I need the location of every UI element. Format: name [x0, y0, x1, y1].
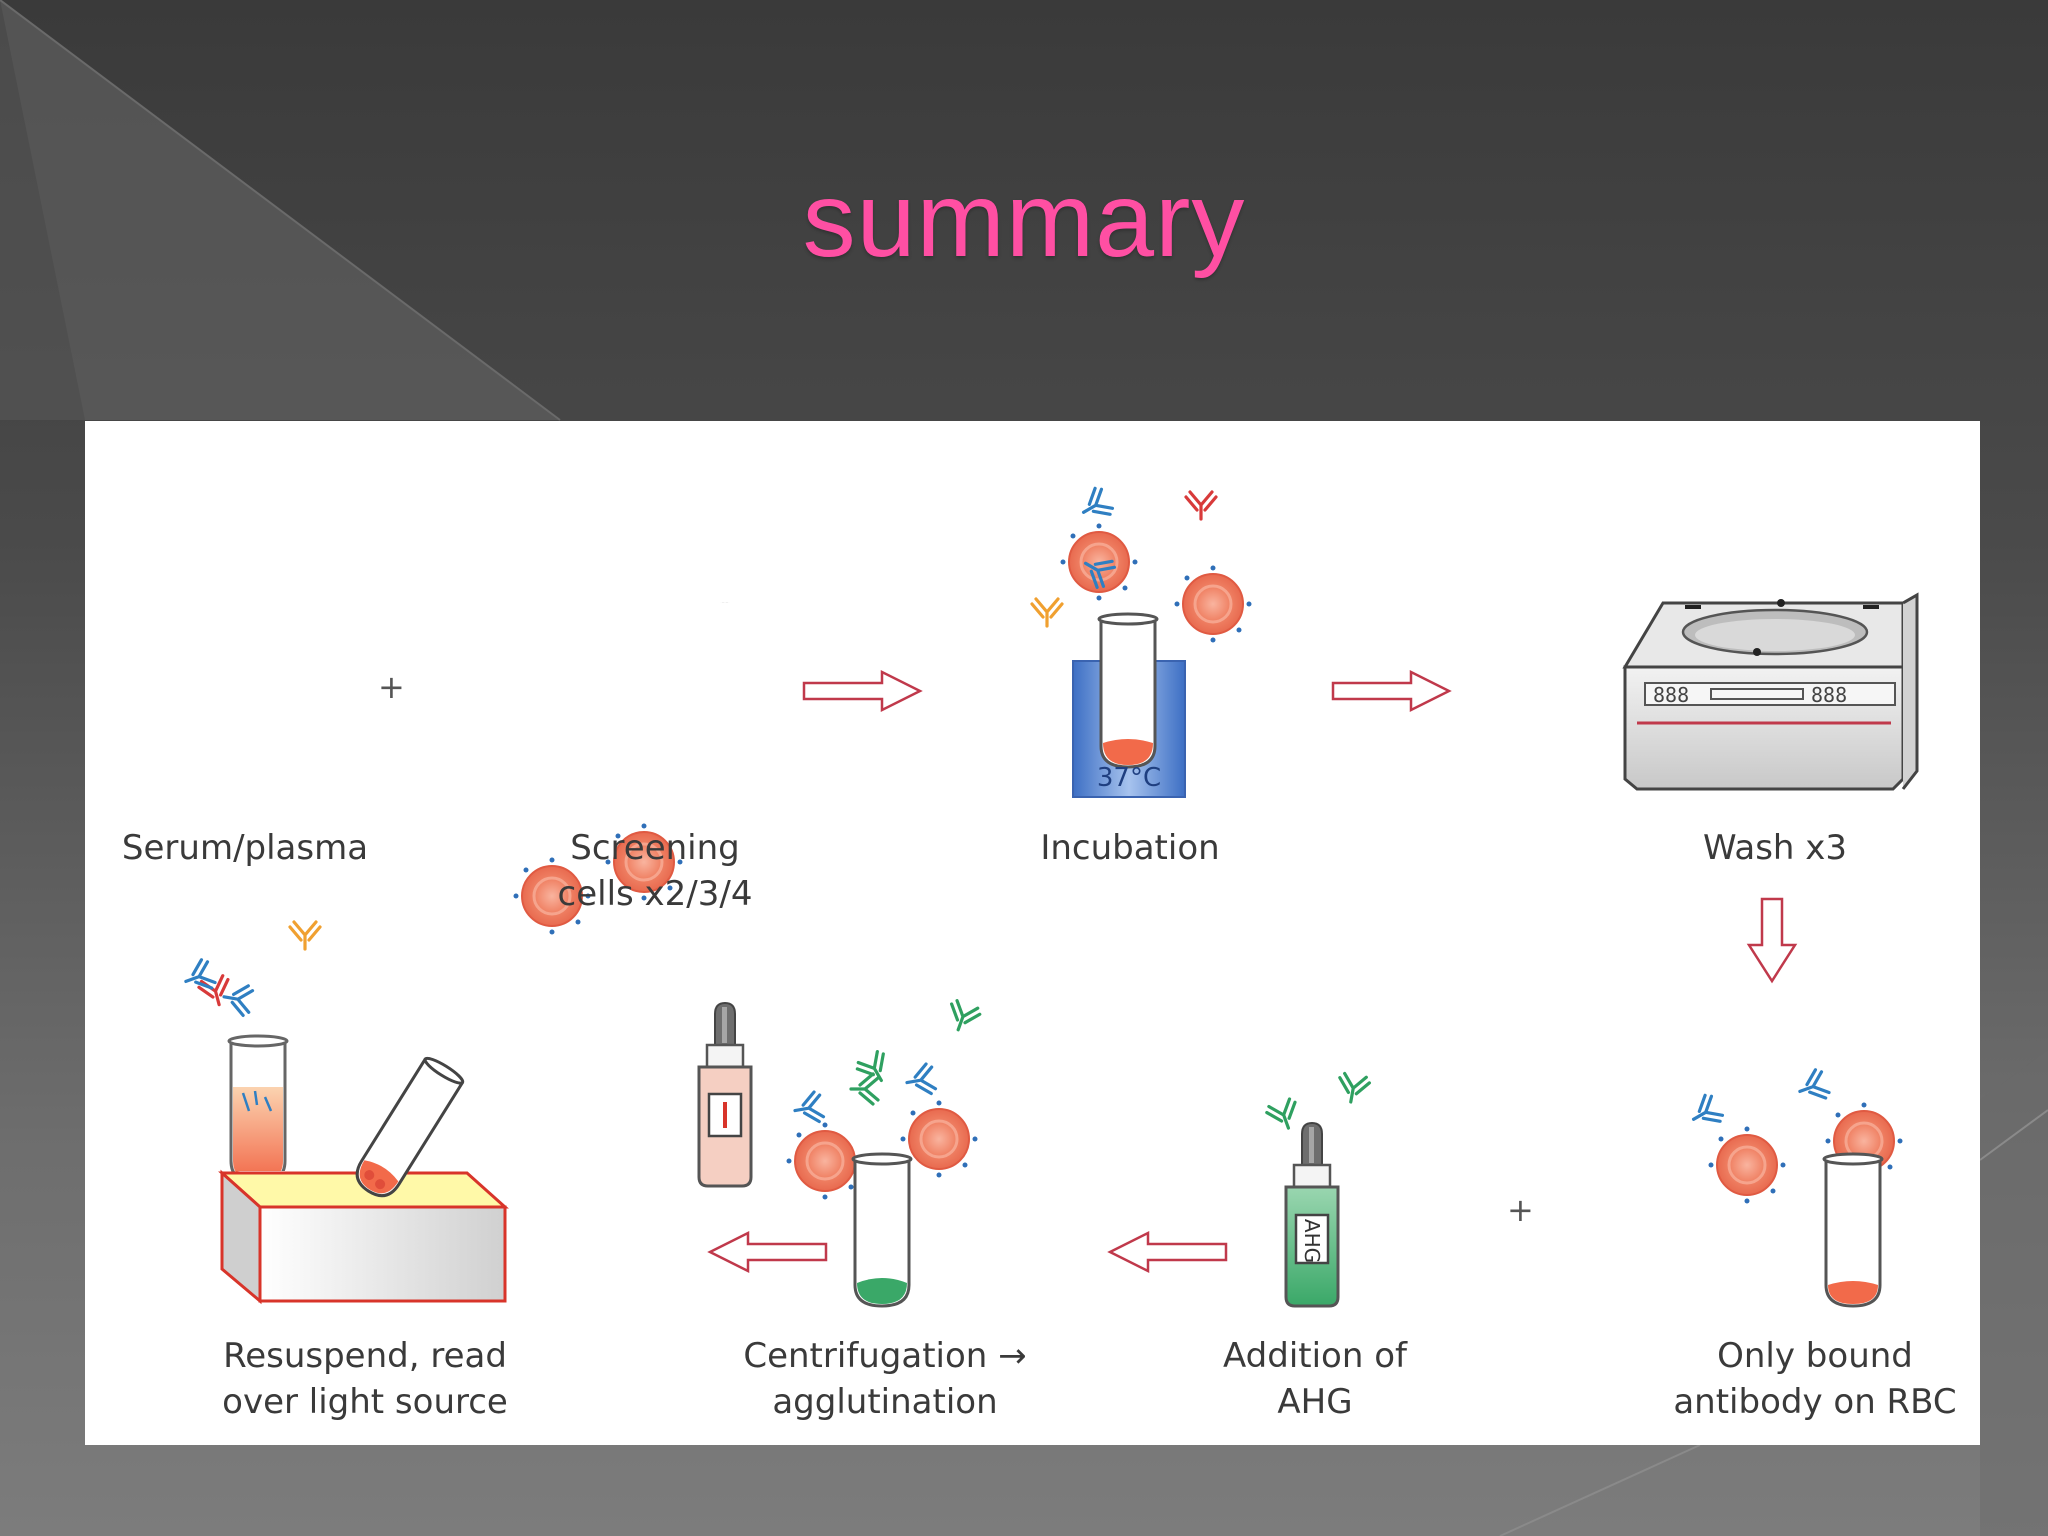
label-centrifugation: Centrifugation → agglutination: [743, 1336, 1027, 1422]
rbc-icon: [1707, 1125, 1787, 1205]
antibody-icon: [942, 997, 984, 1037]
antibody-icon: [1684, 1091, 1727, 1134]
flow-arrow-icon: [802, 670, 922, 712]
label-wash: Wash x3: [1702, 828, 1848, 868]
procedure-diagram: 888 888: [85, 421, 1980, 1445]
label-bound-antibody: Only bound antibody on RBC: [1673, 1336, 1957, 1422]
flow-arrow-down-icon: [1746, 897, 1798, 984]
screening-bottle-shape: [697, 1001, 753, 1188]
antibody-icon: [902, 1061, 938, 1099]
ahg-bottle-label: AHG: [1300, 1218, 1324, 1264]
light-box-icon: [218, 1056, 509, 1305]
label-screening-cells: Screening cells x2/3/4: [557, 828, 753, 914]
centrifuge-icon: 888 888: [1622, 592, 1919, 791]
label-addition-ahg: Addition of AHG: [1223, 1336, 1407, 1422]
antibody-icon: [288, 920, 322, 951]
antibody-icon: [849, 1072, 880, 1106]
label-resuspend: Resuspend, read over light source: [222, 1336, 508, 1422]
antibody-icon: [1030, 597, 1064, 628]
antibody-icon: [1184, 490, 1218, 521]
antibody-icon: [1793, 1066, 1832, 1108]
flow-arrow-left-icon: [708, 1231, 828, 1273]
label-serum-plasma: Serum/plasma: [121, 828, 369, 868]
antibody-icon: [1074, 484, 1117, 527]
antibody-icon: [1334, 1071, 1372, 1107]
agglutination-step-illustration: [785, 997, 984, 1308]
plus-sign: +: [378, 668, 405, 706]
antibody-icon: [219, 980, 255, 1018]
rbc-icon: [785, 1121, 865, 1201]
label-incubation: Incubation: [1040, 828, 1220, 868]
antibody-icon: [790, 1089, 826, 1127]
slide-title: summary: [802, 161, 1246, 279]
flow-arrow-left-icon: [1108, 1231, 1228, 1273]
rbc-icon: [1173, 564, 1253, 644]
rbc-icon: [899, 1099, 979, 1179]
svg-text:888: 888: [1653, 683, 1689, 707]
flow-arrow-icon: [1331, 670, 1451, 712]
serum-step-illustration: [179, 920, 322, 1185]
plus-sign: +: [1507, 1191, 1534, 1229]
ahg-step-illustration: [1263, 1071, 1372, 1308]
incubation-step-illustration: [1030, 484, 1253, 798]
svg-text:888: 888: [1811, 683, 1847, 707]
diagram-art: 888 888: [179, 484, 1919, 1308]
bound-antibody-step-illustration: [1684, 1066, 1904, 1308]
rbc-icon: [1059, 522, 1139, 602]
incubation-temperature: 37°C: [1096, 763, 1162, 793]
antibody-icon: [1263, 1096, 1305, 1135]
